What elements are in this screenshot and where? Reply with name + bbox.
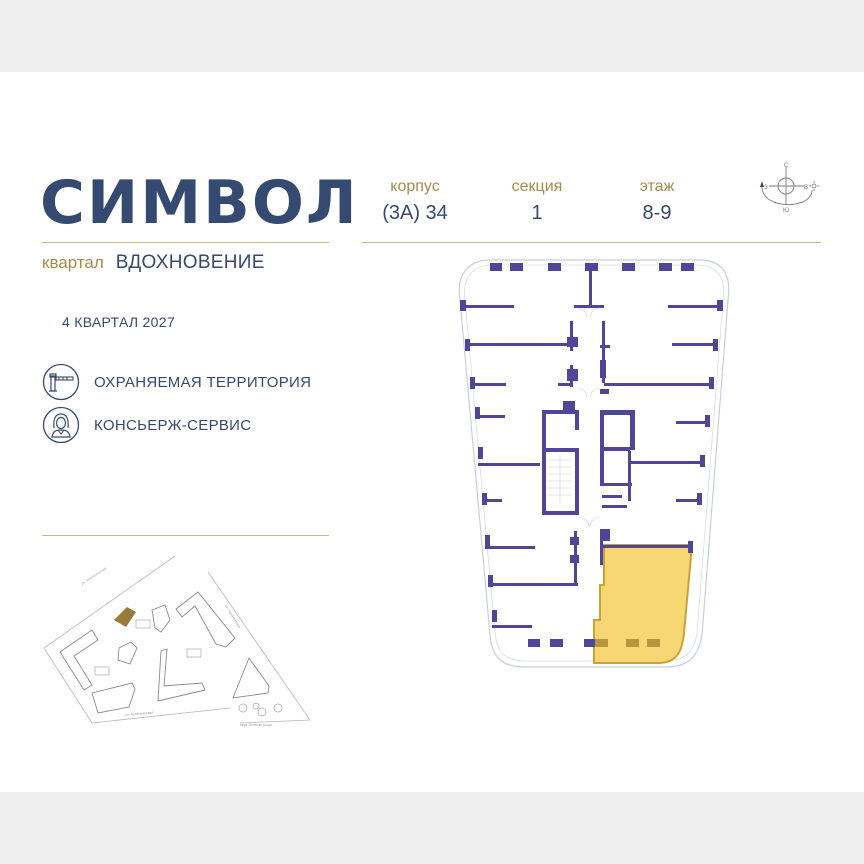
district-label: квартал [42, 253, 104, 272]
section-label: секция [511, 178, 563, 195]
feature-label: ОХРАНЯЕМАЯ ТЕРРИТОРИЯ [94, 373, 312, 391]
stair-wall [542, 410, 546, 515]
section-divider [42, 535, 329, 536]
svg-text:ул. Арсеньевская: ул. Арсеньевская [125, 711, 154, 717]
district-name: ВДОХНОВЕНИЕ [115, 252, 265, 273]
feature-label: КОНСЬЕРЖ-СЕРВИС [94, 416, 252, 434]
header-divider [362, 242, 821, 243]
korpus-info: корпус (3А) 34 [370, 178, 460, 224]
barrier-gate-icon [42, 363, 80, 401]
sun-icon [809, 181, 819, 191]
street-line [43, 555, 176, 649]
korpus-label: корпус [390, 178, 440, 195]
brand-divider [42, 242, 329, 243]
selected-building [114, 607, 136, 627]
floor-value: 8-9 [642, 202, 672, 224]
listing-card [0, 72, 864, 792]
compass-west: З [764, 185, 768, 191]
svg-text:парк Зеленая роща: парк Зеленая роща [240, 723, 272, 727]
district: квартал ВДОХНОВЕНИЕ [42, 252, 265, 274]
section-value: 1 [531, 202, 543, 224]
compass-icon: С З В Ю [760, 163, 819, 214]
door-swings [576, 307, 601, 528]
compass-east: В [804, 185, 808, 191]
street-label: ул. Зоологическая [80, 566, 107, 586]
concierge-icon [42, 406, 80, 444]
feature-concierge: КОНСЬЕРЖ-СЕРВИС [42, 406, 251, 444]
walls [460, 263, 723, 647]
brand-logo: СИМВОЛ [40, 168, 359, 238]
korpus-value: (3А) 34 [382, 202, 448, 224]
floor-info: этаж 8-9 [612, 178, 702, 224]
completion-date: 4 КВАРТАЛ 2027 [62, 314, 175, 330]
compass-north: С [784, 163, 789, 169]
site-plan: ул. Зоологическая ул. Архитектора ул. Ар… [43, 555, 311, 727]
feature-guarded-territory: ОХРАНЯЕМАЯ ТЕРРИТОРИЯ [42, 363, 311, 401]
floor-label: этаж [639, 178, 675, 195]
stair-treads [548, 455, 572, 503]
section-info: секция 1 [492, 178, 582, 224]
floor-plan [458, 259, 730, 668]
compass-south: Ю [783, 208, 789, 214]
selected-apartment[interactable] [593, 544, 694, 664]
